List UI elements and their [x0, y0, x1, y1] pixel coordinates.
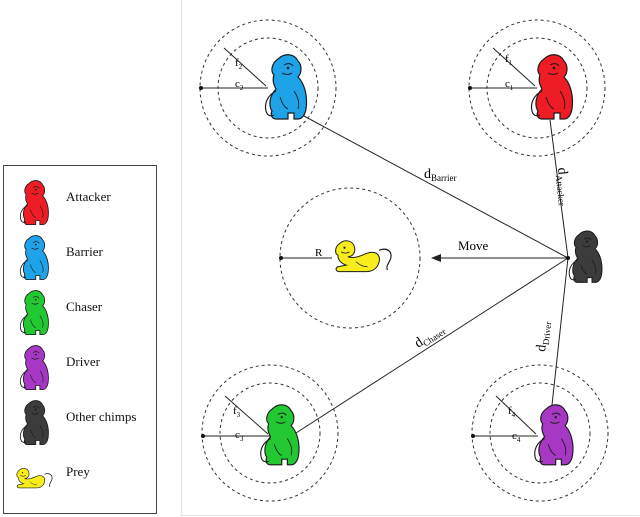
attacker-distance-line: [549, 119, 569, 259]
chimp-icon: [19, 345, 49, 391]
chaser-f-label: f3: [233, 405, 241, 419]
barrier-f-line: [223, 47, 267, 87]
legend-item: Driver: [4, 339, 156, 391]
chaser-inner-circle: [219, 382, 321, 484]
chaser-group: f3 c3: [201, 364, 339, 502]
driver-f-line: [495, 395, 537, 435]
legend-item: Barrier: [4, 229, 156, 281]
barrier-chimp-icon: [264, 54, 308, 120]
driver-distance-label: dDriver: [534, 321, 553, 353]
prey-group: R: [279, 187, 421, 329]
attacker-f-line: [492, 47, 536, 87]
barrier-distance-line: [303, 115, 569, 259]
barrier-outer-circle: [199, 19, 337, 157]
driver-outer-circle: [471, 364, 609, 502]
monkey-icon: [16, 467, 53, 489]
prey-monkey-icon: [334, 240, 392, 273]
legend-item: Attacker: [4, 174, 156, 226]
barrier-c-label: c2: [235, 78, 244, 92]
legend-item-label: Driver: [66, 354, 100, 369]
chaser-f-line: [224, 395, 269, 435]
legend-item-label: Prey: [66, 464, 90, 479]
attacker-outer-circle: [468, 19, 606, 157]
driver-c-label: c4: [512, 430, 521, 444]
driver-inner-circle: [489, 382, 591, 484]
chaser-outer-circle: [201, 364, 339, 502]
legend-item: Chaser: [4, 284, 156, 336]
chimp-icon: [19, 235, 49, 281]
legend-item-label: Attacker: [66, 189, 111, 204]
prey-circle: [279, 187, 421, 329]
attacker-distance-label: dAttacker: [553, 167, 573, 206]
chaser-c-label: c3: [235, 429, 244, 443]
driver-distance-line: [551, 257, 569, 406]
driver-f-label: f4: [508, 405, 516, 419]
move-label: Move: [458, 238, 489, 253]
chimp-icon: [19, 180, 49, 226]
chaser-chimp-icon: [260, 404, 300, 466]
legend-item: Other chimps: [4, 394, 156, 446]
attacker-chimp-icon: [530, 54, 574, 120]
driver-group: f4 c4: [471, 364, 609, 502]
legend-item-label: Barrier: [66, 244, 103, 259]
legend-item-label: Other chimps: [66, 409, 137, 424]
driver-chimp-icon: [534, 404, 574, 466]
prey-r-label: R: [315, 247, 323, 259]
other-chimp-icon: [568, 230, 603, 283]
diagram-frame: [181, 0, 639, 516]
barrier-f-label: f2: [235, 57, 243, 71]
chaser-distance-label: dChaser: [412, 321, 448, 352]
barrier-distance-label: dBarrier: [424, 167, 456, 183]
chimp-icon: [19, 400, 49, 446]
chaser-distance-line: [295, 257, 569, 434]
attacker-c-label: c1: [505, 78, 514, 92]
legend-item-label: Chaser: [66, 299, 103, 314]
chimp-icon: [19, 290, 49, 336]
attacker-f-label: f1: [505, 53, 513, 67]
attacker-group: f1 c1: [468, 19, 606, 157]
legend-item: Prey: [4, 449, 156, 499]
barrier-group: f2 c2: [199, 19, 337, 157]
